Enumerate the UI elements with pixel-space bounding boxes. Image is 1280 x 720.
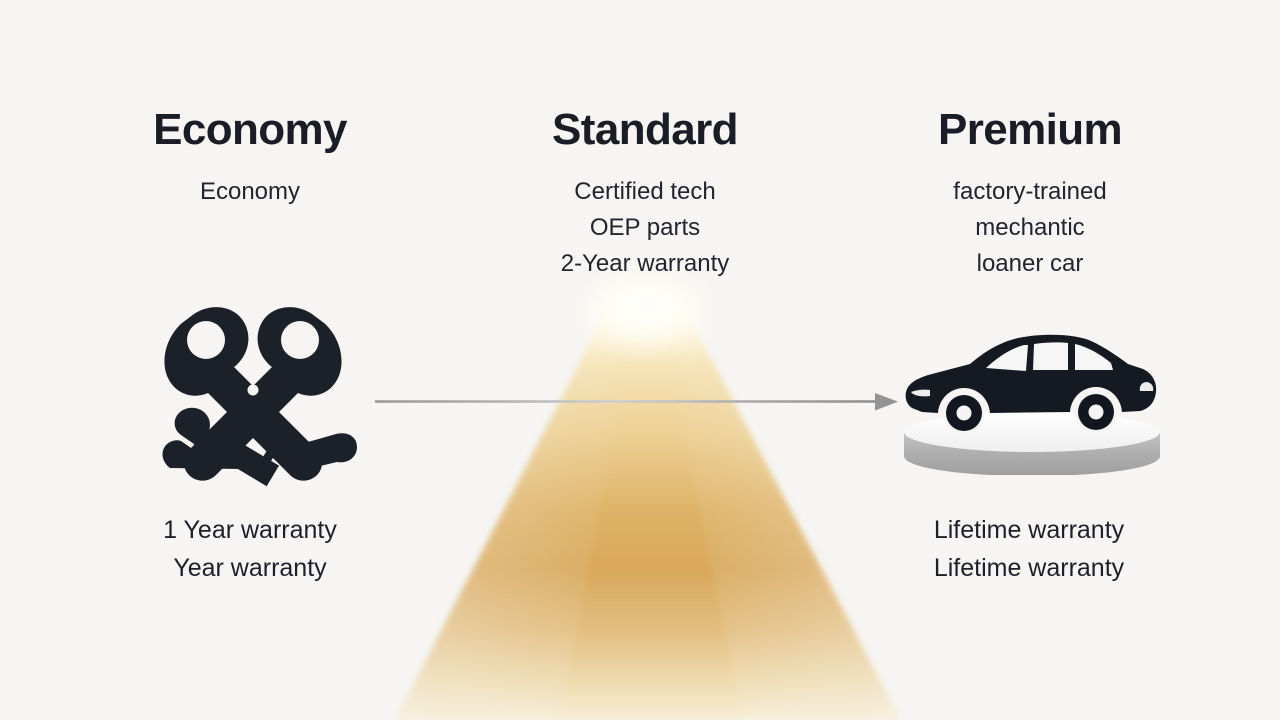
bullet-item: 2-Year warranty [560, 250, 730, 277]
wrench-icon [162, 407, 357, 487]
plier-arm-right [184, 307, 342, 481]
bullet-item: factory-trained [953, 178, 1107, 205]
column-bullets-premium: factory-trained mechantic loaner car [865, 174, 1195, 282]
caption-economy: 1 Year warranty Year warranty [85, 511, 415, 587]
bullet-item: Economy [199, 178, 301, 205]
beam-cone [396, 300, 900, 720]
progression-arrow [375, 390, 900, 414]
bullet-item: mechantic [975, 214, 1085, 241]
car-windows [986, 342, 1113, 371]
pedestal-top [904, 412, 1160, 452]
arrow-svg [375, 393, 898, 411]
pedestal [904, 412, 1160, 476]
column-economy: Economy Economy [85, 108, 415, 210]
column-bullets-economy: Economy [85, 174, 415, 210]
column-title-standard: Standard [552, 105, 739, 154]
plier-arm-left [164, 307, 322, 481]
column-premium: Premium factory-trained mechantic loaner… [865, 108, 1195, 282]
arrow-head [875, 393, 898, 411]
beam-apex-glow [587, 278, 703, 346]
caption-line: Lifetime warranty [933, 516, 1125, 544]
car-on-pedestal-icon [900, 330, 1165, 476]
column-title-economy: Economy [153, 105, 347, 154]
beam-edge-right [654, 300, 900, 720]
bullet-item: Certified tech [574, 178, 716, 205]
caption-line: Lifetime warranty [933, 554, 1125, 582]
column-standard: Standard Certified tech OEP parts 2-Year… [480, 108, 810, 282]
caption-line: Year warranty [173, 554, 327, 582]
wrench-collar [255, 442, 280, 476]
column-title-premium: Premium [937, 105, 1123, 154]
car-lights [911, 382, 1154, 397]
car-body [905, 334, 1157, 413]
beam-apex-core [615, 289, 675, 321]
beam-edge-left [396, 300, 640, 720]
tools-icon-svg [162, 307, 357, 487]
caption-premium: Lifetime warranty Lifetime warranty [864, 511, 1194, 587]
caption-line: 1 Year warranty [163, 516, 337, 544]
car-icon-svg [904, 334, 1160, 476]
arrow-shaft [375, 400, 880, 403]
plier-pivot [247, 384, 259, 396]
crossed-tools-wrench-icon [148, 292, 358, 492]
bullet-item: OEP parts [589, 214, 701, 241]
column-bullets-standard: Certified tech OEP parts 2-Year warranty [480, 174, 810, 282]
bullet-item: loaner car [976, 250, 1084, 277]
car-wheels [943, 391, 1117, 434]
